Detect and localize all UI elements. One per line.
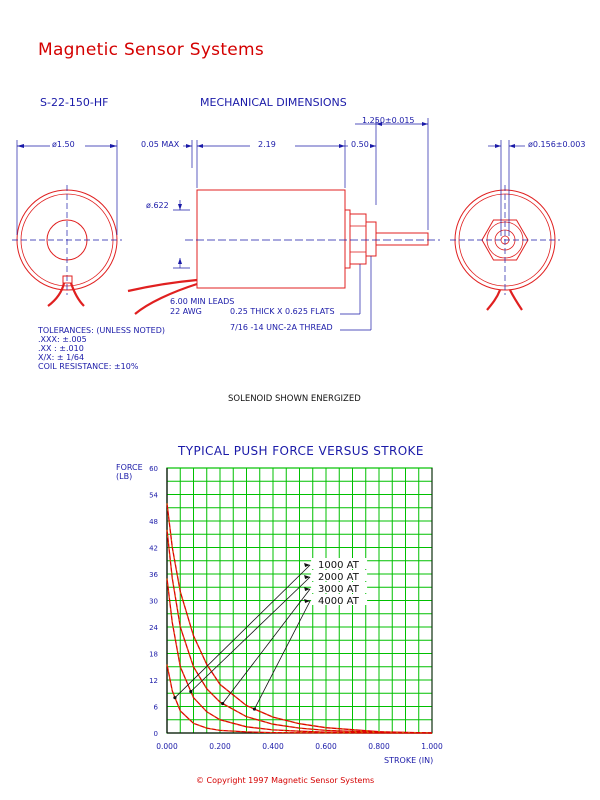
end-view-right [450,140,560,311]
y-tick-label: 30 [149,598,158,606]
part-number: S-22-150-HF [40,96,109,109]
legend-leader-3 [254,600,311,710]
y-tick-label: 24 [149,624,158,632]
callout-flats: 0.25 THICK X 0.625 FLATS [230,307,335,316]
tolerance-line: COIL RESISTANCE: ±10% [38,362,139,371]
legend-anchor-dot-0 [173,696,177,700]
end-view-left [12,140,122,307]
dim-body-length: 2.19 [258,140,276,149]
legend-label-0: 1000 AT [318,560,360,571]
legend-anchor-dot-2 [221,701,225,706]
y-tick-label: 0 [154,730,158,738]
lead-wire-left-2 [69,282,85,307]
tolerance-line: X/X: ± 1/64 [38,353,85,362]
legend-bg-3 [311,594,368,605]
legend-bg-1 [311,570,368,581]
x-tick-label: 0.400 [262,742,284,751]
dim-plunger-diameter: ø0.156±0.003 [528,140,586,149]
legend-bg-2 [311,582,368,593]
lead-wire-right-1 [486,289,502,311]
series-line-0 [166,664,432,734]
x-tick-label: 1.000 [421,742,443,751]
plunger [375,232,429,246]
legend-arrow-1 [304,575,311,579]
dim-clearance: 0.05 MAX [141,140,180,149]
lead-exit-tab [62,275,73,284]
series-highlight-2 [166,529,433,734]
lead-wire-right-2 [509,289,523,311]
section-title: MECHANICAL DIMENSIONS [200,96,347,109]
legend-arrow-0 [304,563,311,567]
y-tick-label: 18 [149,651,158,659]
chart-title: TYPICAL PUSH FORCE VERSUS STROKE [178,444,424,458]
legend-leader-1 [190,576,311,692]
legend-arrow-2 [304,587,311,591]
legend-leader-0 [174,564,311,698]
copyright-footer: © Copyright 1997 Magnetic Sensor Systems [196,776,375,785]
y-tick-label: 54 [149,492,158,500]
lead-wire-side-2 [134,282,198,315]
mechanical-drawing [12,118,560,331]
y-tick-label: 48 [149,518,158,526]
solenoid-caption: SOLENOID SHOWN ENERGIZED [228,394,361,404]
x-tick-label: 0.200 [209,742,231,751]
legend-label-1: 2000 AT [318,572,360,583]
x-tick-label: 0.800 [368,742,390,751]
tolerances-title: TOLERANCES: (UNLESS NOTED) [38,326,166,335]
tolerance-line: .XX : ±.010 [38,344,84,353]
callout-thread: 7/16 -14 UNC-2A THREAD [230,323,333,332]
chart-xlabel: STROKE (IN) [384,756,434,765]
x-tick-label: 0.600 [315,742,337,751]
tolerance-line: .XXX: ±.005 [38,335,87,344]
series-line-1 [166,578,433,734]
side-view [127,118,440,331]
legend-arrow-3 [304,599,311,603]
tolerances-block: TOLERANCES: (UNLESS NOTED) .XXX: ±.005 .… [38,326,165,371]
y-tick-label: 6 [154,704,159,712]
brand-title: Magnetic Sensor Systems [38,40,265,60]
callout-awg: 22 AWG [170,307,202,316]
legend-anchor-dot-1 [189,689,193,694]
legend-label-2: 3000 AT [318,584,360,595]
lead-wire-left-1 [47,282,66,307]
dim-hex-length: 0.50 [351,140,369,149]
callout-leads: 6.00 MIN LEADS [170,297,235,306]
y-tick-label: 42 [149,545,158,553]
y-tick-label: 36 [149,571,158,579]
legend-anchor-dot-3 [252,707,257,711]
y-tick-label: 12 [149,677,158,685]
legend-bg-0 [311,558,368,569]
dim-body-diameter: ø1.50 [52,140,75,149]
legend-leader-2 [222,588,311,704]
lead-wire-side-1 [127,278,198,293]
dim-mount-diameter: ø.622 [146,201,169,210]
chart-ylabel-line1: FORCE [116,463,143,472]
y-tick-label: 60 [149,465,158,473]
chart-ylabel-line2: (LB) [116,472,133,481]
x-tick-label: 0.000 [156,742,178,751]
legend-label-3: 4000 AT [318,596,360,607]
series-line-3 [166,503,433,734]
dim-plunger-travel: 1.250±0.015 [362,116,415,125]
